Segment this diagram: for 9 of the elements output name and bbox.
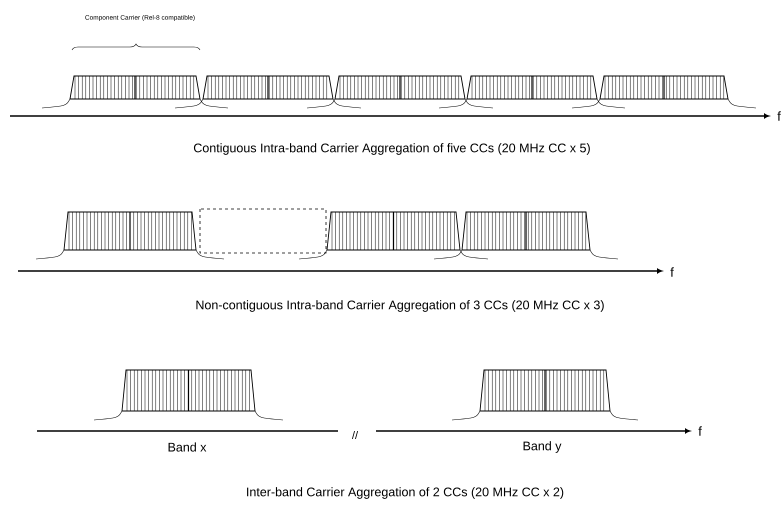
caption: Contiguous Intra-band Carrier Aggregation of five CCs (20 MHz CC x 5)	[194, 143, 590, 155]
axis-break-mark: //	[352, 430, 358, 440]
caption: Inter-band Carrier Aggregation of 2 CCs (20 MHz CC x 2)	[247, 487, 564, 499]
axis-label: f	[698, 426, 702, 436]
axis-label: f	[777, 111, 781, 121]
axis-label: f	[670, 267, 674, 277]
band-label: Band y	[524, 441, 562, 453]
caption: Non-contiguous Intra-band Carrier Aggregation of 3 CCs (20 MHz CC x 3)	[196, 300, 604, 312]
band-label: Band x	[168, 442, 206, 452]
